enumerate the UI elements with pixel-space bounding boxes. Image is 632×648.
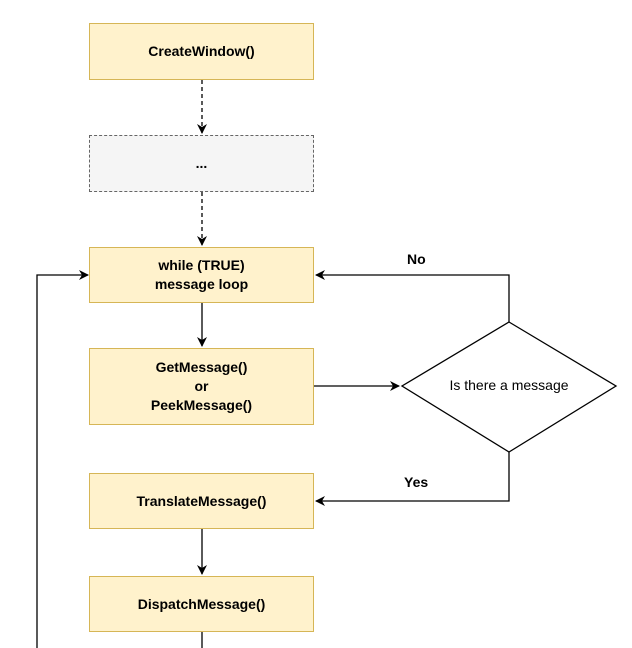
translate-message-box: TranslateMessage() <box>89 473 314 529</box>
translate-message-label: TranslateMessage() <box>136 492 267 509</box>
edge-decision-yes <box>315 452 510 506</box>
dispatch-message-box: DispatchMessage() <box>89 576 314 632</box>
dispatch-message-label: DispatchMessage() <box>137 595 266 612</box>
create-window-box: CreateWindow() <box>89 23 314 80</box>
get-message-box: GetMessage() or PeekMessage() <box>89 348 314 425</box>
message-loop-label: while (TRUE) message loop <box>154 257 249 292</box>
create-window-label: CreateWindow() <box>148 43 255 59</box>
edge-decision-no <box>315 270 510 322</box>
decision-label: Is there a message <box>449 377 569 393</box>
message-loop-box: while (TRUE) message loop <box>89 247 314 303</box>
ellipsis-box: ... <box>89 135 314 192</box>
ellipsis-label: ... <box>195 155 208 171</box>
decision-diamond <box>400 321 618 453</box>
get-message-label: GetMessage() or PeekMessage() <box>150 359 253 413</box>
no-label: No <box>407 251 426 267</box>
edge-loop-back <box>36 270 89 648</box>
yes-label: Yes <box>404 474 429 490</box>
